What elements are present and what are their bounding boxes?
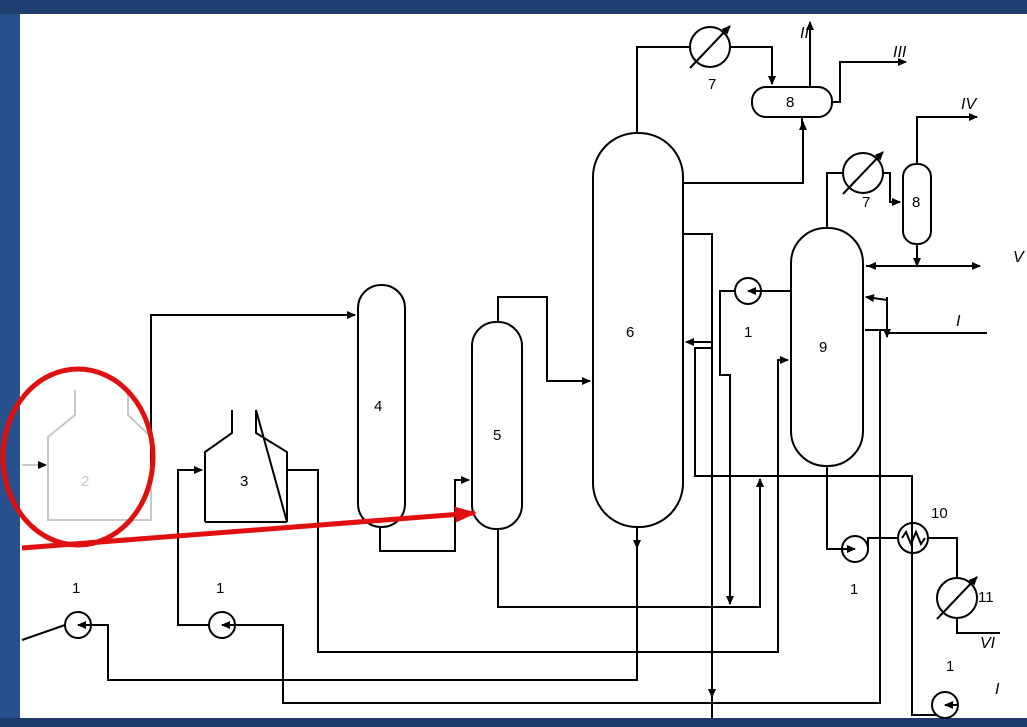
label-cooler-7-a: 7 [708, 76, 716, 93]
label-column-4: 4 [374, 398, 382, 415]
label-hx-10: 10 [931, 505, 948, 522]
label-pump-1-d: 1 [850, 581, 858, 598]
stream-ii: II [800, 25, 809, 42]
label-drum-8-a: 8 [786, 94, 794, 111]
label-cooler-7-b: 7 [862, 194, 870, 211]
label-column-9: 9 [819, 339, 827, 356]
label-pump-1-b: 1 [216, 580, 224, 597]
furnace-2 [22, 390, 152, 521]
label-furnace-2: 2 [81, 473, 89, 490]
label-pump-1-c: 1 [744, 324, 752, 341]
label-drum-8-b: 8 [912, 194, 920, 211]
highlight-arrow [21, 506, 477, 551]
label-column-5: 5 [493, 427, 501, 444]
stream-i-a: I [956, 313, 961, 330]
diagram-panel [20, 14, 1027, 718]
piping [21, 21, 1000, 718]
bottom-strip [0, 718, 1027, 727]
stream-iv: IV [961, 96, 977, 113]
label-reactor-3: 3 [240, 473, 248, 490]
left-strip [0, 0, 20, 727]
stream-vi: VI [980, 635, 996, 652]
stream-v: V [1013, 249, 1025, 266]
stream-iii: III [893, 44, 907, 61]
top-strip [0, 0, 1027, 14]
label-cooler-11: 11 [978, 589, 994, 606]
label-column-6: 6 [626, 324, 634, 341]
label-pump-1-a: 1 [72, 580, 80, 597]
highlight-annotation [0, 366, 477, 551]
label-pump-1-e: 1 [946, 658, 954, 675]
reactor-3 [204, 409, 288, 523]
stream-i-b: I [995, 681, 1000, 698]
column-4 [357, 284, 406, 528]
pump-1-e [931, 691, 959, 719]
